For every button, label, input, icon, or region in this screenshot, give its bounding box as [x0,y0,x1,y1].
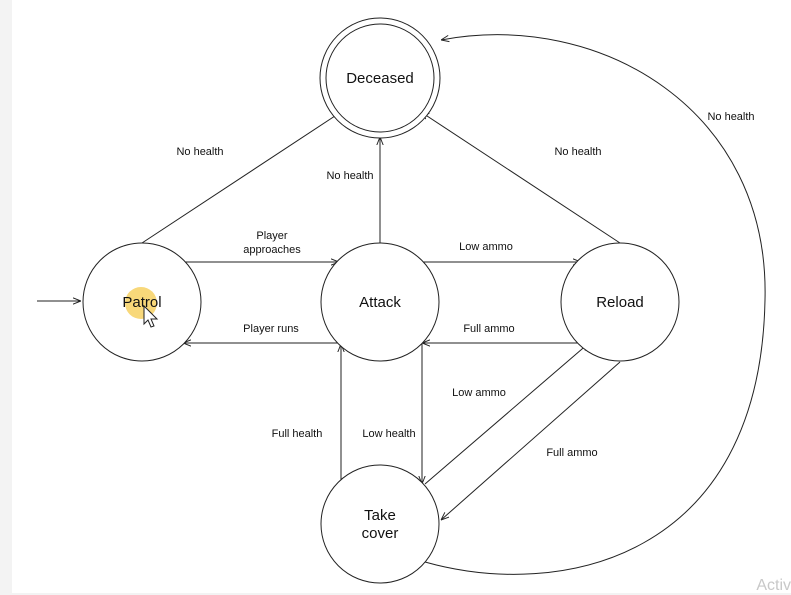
state-machine-diagram: Deceased Patrol Attack Reload Take cover… [12,0,791,593]
state-patrol-label: Patrol [122,294,161,311]
state-take-cover-label-line1: Take [364,507,396,524]
label-cover-attack: Full health [272,428,323,440]
edge-cover-deceased [424,34,766,575]
label-patrol-deceased: No health [176,146,223,158]
label-reload-attack: Full ammo [463,323,514,335]
edge-reload-cover [441,361,621,520]
state-take-cover: Take cover [320,464,440,584]
label-cover-reload: Low ammo [452,387,506,399]
state-reload: Reload [560,242,680,362]
state-attack-label: Attack [359,294,401,311]
state-patrol: Patrol [82,242,202,362]
label-reload-cover: Full ammo [546,447,597,459]
activation-watermark: Activ [756,577,791,594]
label-attack-cover: Low health [362,428,415,440]
diagram-svg: Deceased Patrol Attack Reload Take cover… [37,17,766,584]
label-patrol-attack-line2: approaches [243,244,301,256]
label-reload-deceased: No health [554,146,601,158]
state-reload-label: Reload [596,294,644,311]
edge-cover-reload [424,343,589,485]
state-deceased-label: Deceased [346,70,414,87]
label-cover-deceased: No health [707,111,754,123]
label-attack-reload: Low ammo [459,241,513,253]
edge-reload-deceased [421,112,621,244]
state-deceased: Deceased [319,17,441,139]
label-attack-patrol: Player runs [243,323,299,335]
state-attack: Attack [320,242,440,362]
mouse-cursor-icon [143,304,159,328]
label-patrol-attack-line1: Player [256,230,288,242]
label-attack-deceased: No health [326,170,373,182]
edge-patrol-deceased [141,112,341,244]
state-take-cover-label-line2: cover [362,525,399,542]
